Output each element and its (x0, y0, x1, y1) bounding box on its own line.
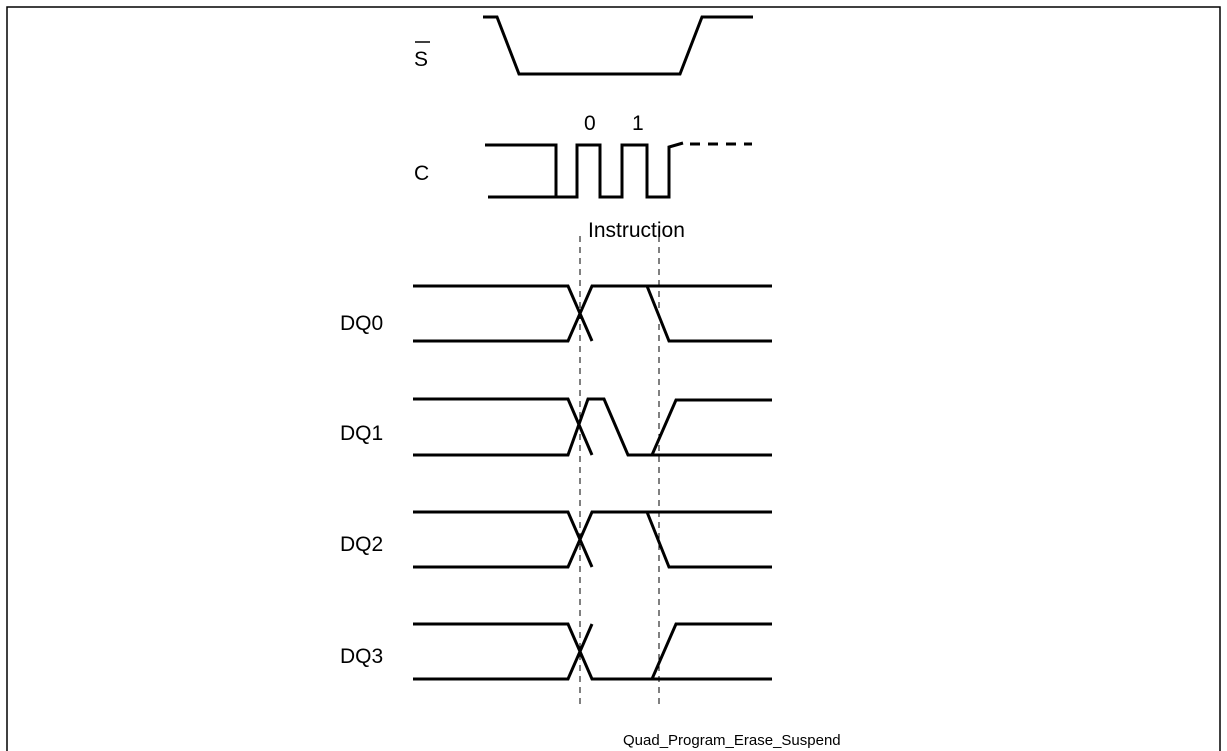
signal-label-dq1: DQ1 (340, 422, 383, 445)
dq3-wave-b (413, 623, 594, 681)
signal-label-dq0: DQ0 (340, 312, 383, 335)
dq0-wave-a (413, 284, 594, 342)
dq0-wave-b (413, 284, 772, 343)
signal-label-c: C (414, 162, 429, 185)
signal-label-dq3: DQ3 (340, 645, 383, 668)
s-waveform (483, 15, 753, 76)
dq1-wave-b (413, 397, 772, 457)
figure-caption: Quad_Program_Erase_Suspend (623, 732, 841, 749)
c-waveform-upper-stub (485, 143, 558, 197)
diagram-border (6, 6, 1221, 751)
c-waveform (488, 141, 684, 199)
clock-label-0: 0 (584, 112, 596, 135)
signal-label-dq2: DQ2 (340, 533, 383, 556)
instruction-label: Instruction (588, 219, 685, 242)
dq2-wave-b (413, 510, 772, 569)
dq2-wave-a (413, 510, 594, 568)
clock-label-1: 1 (632, 112, 644, 135)
dq1-wave-a (413, 397, 594, 456)
signal-label-s: S (414, 48, 428, 71)
dq3-wave-a (413, 622, 772, 681)
